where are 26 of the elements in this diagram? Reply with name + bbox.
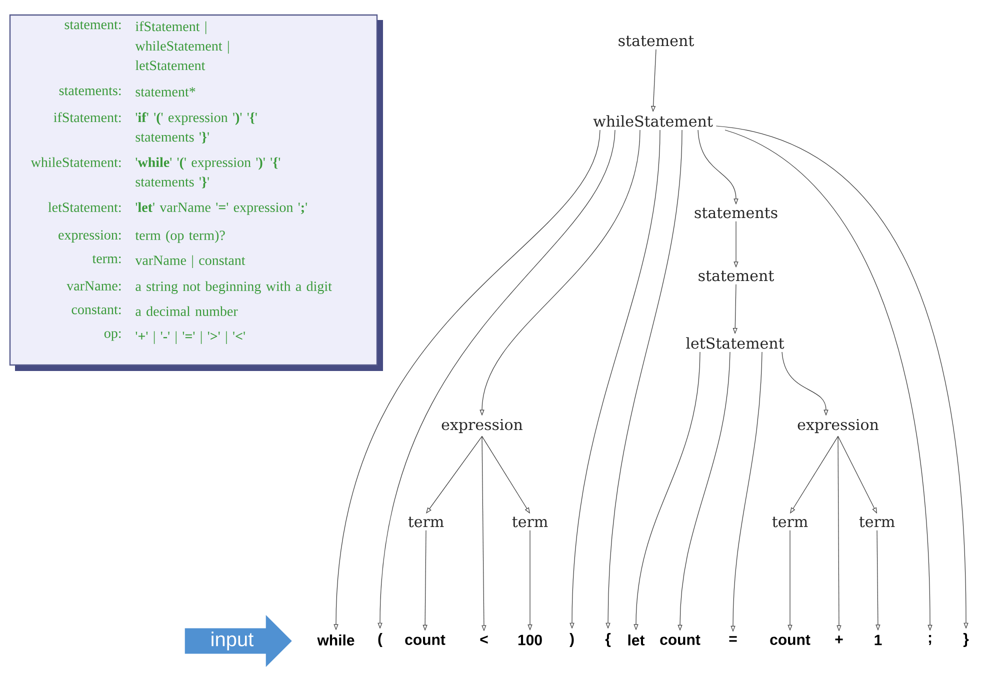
token-label: count	[660, 635, 700, 645]
token-label: )	[570, 633, 574, 647]
token-label: =	[729, 636, 737, 642]
nonterminal-label: term	[512, 516, 548, 528]
nonterminal-label: expression	[442, 418, 523, 434]
nonterminal-label: term	[859, 516, 895, 528]
token-label: (	[378, 633, 382, 647]
token-label: {	[605, 633, 611, 647]
nonterminal-label: term	[408, 516, 444, 528]
token-label: while	[317, 634, 354, 646]
token-label: let	[628, 634, 645, 646]
nonterminal-label: whileStatement	[593, 115, 713, 127]
nonterminal-label: term	[772, 516, 808, 528]
nonterminal-label: statement	[698, 270, 774, 282]
nonterminal-label: expression	[798, 418, 879, 434]
token-label: }	[963, 633, 969, 647]
nonterminal-label: statements	[694, 208, 778, 218]
token-label: count	[770, 635, 810, 645]
token-label: ;	[928, 635, 932, 645]
token-label: <	[480, 636, 488, 644]
token-label: +	[835, 636, 843, 644]
nonterminal-label: letStatement	[686, 337, 784, 349]
token-label: count	[405, 635, 446, 645]
token-label: 100	[518, 634, 542, 646]
token-label: 1	[874, 634, 882, 646]
nonterminal-label: statement	[618, 36, 694, 46]
